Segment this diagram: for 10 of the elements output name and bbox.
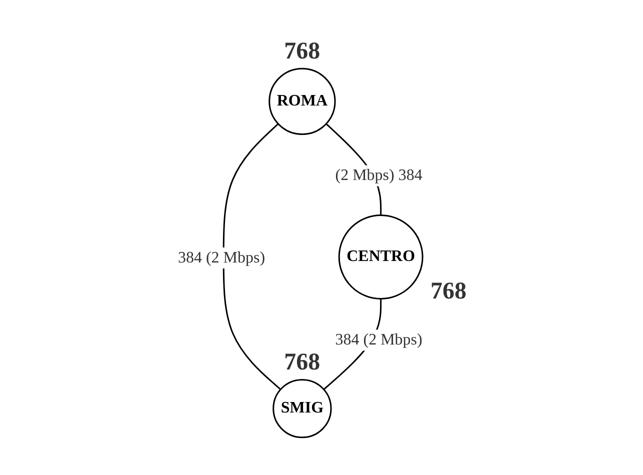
capacity-value: 768 [284, 350, 320, 376]
edge-label: 384 (2 Mbps) [176, 247, 268, 268]
capacity-value: 768 [284, 38, 320, 64]
link-line [223, 123, 282, 390]
node-circle: ROMA [268, 68, 336, 135]
node-circle: SMIG [272, 378, 332, 438]
edge-label: 384 (2 Mbps) [334, 330, 425, 350]
capacity-value: 768 [430, 278, 467, 304]
edge-label: (2 Mbps) 384 [334, 165, 425, 186]
node-circle: CENTRO [338, 214, 424, 300]
